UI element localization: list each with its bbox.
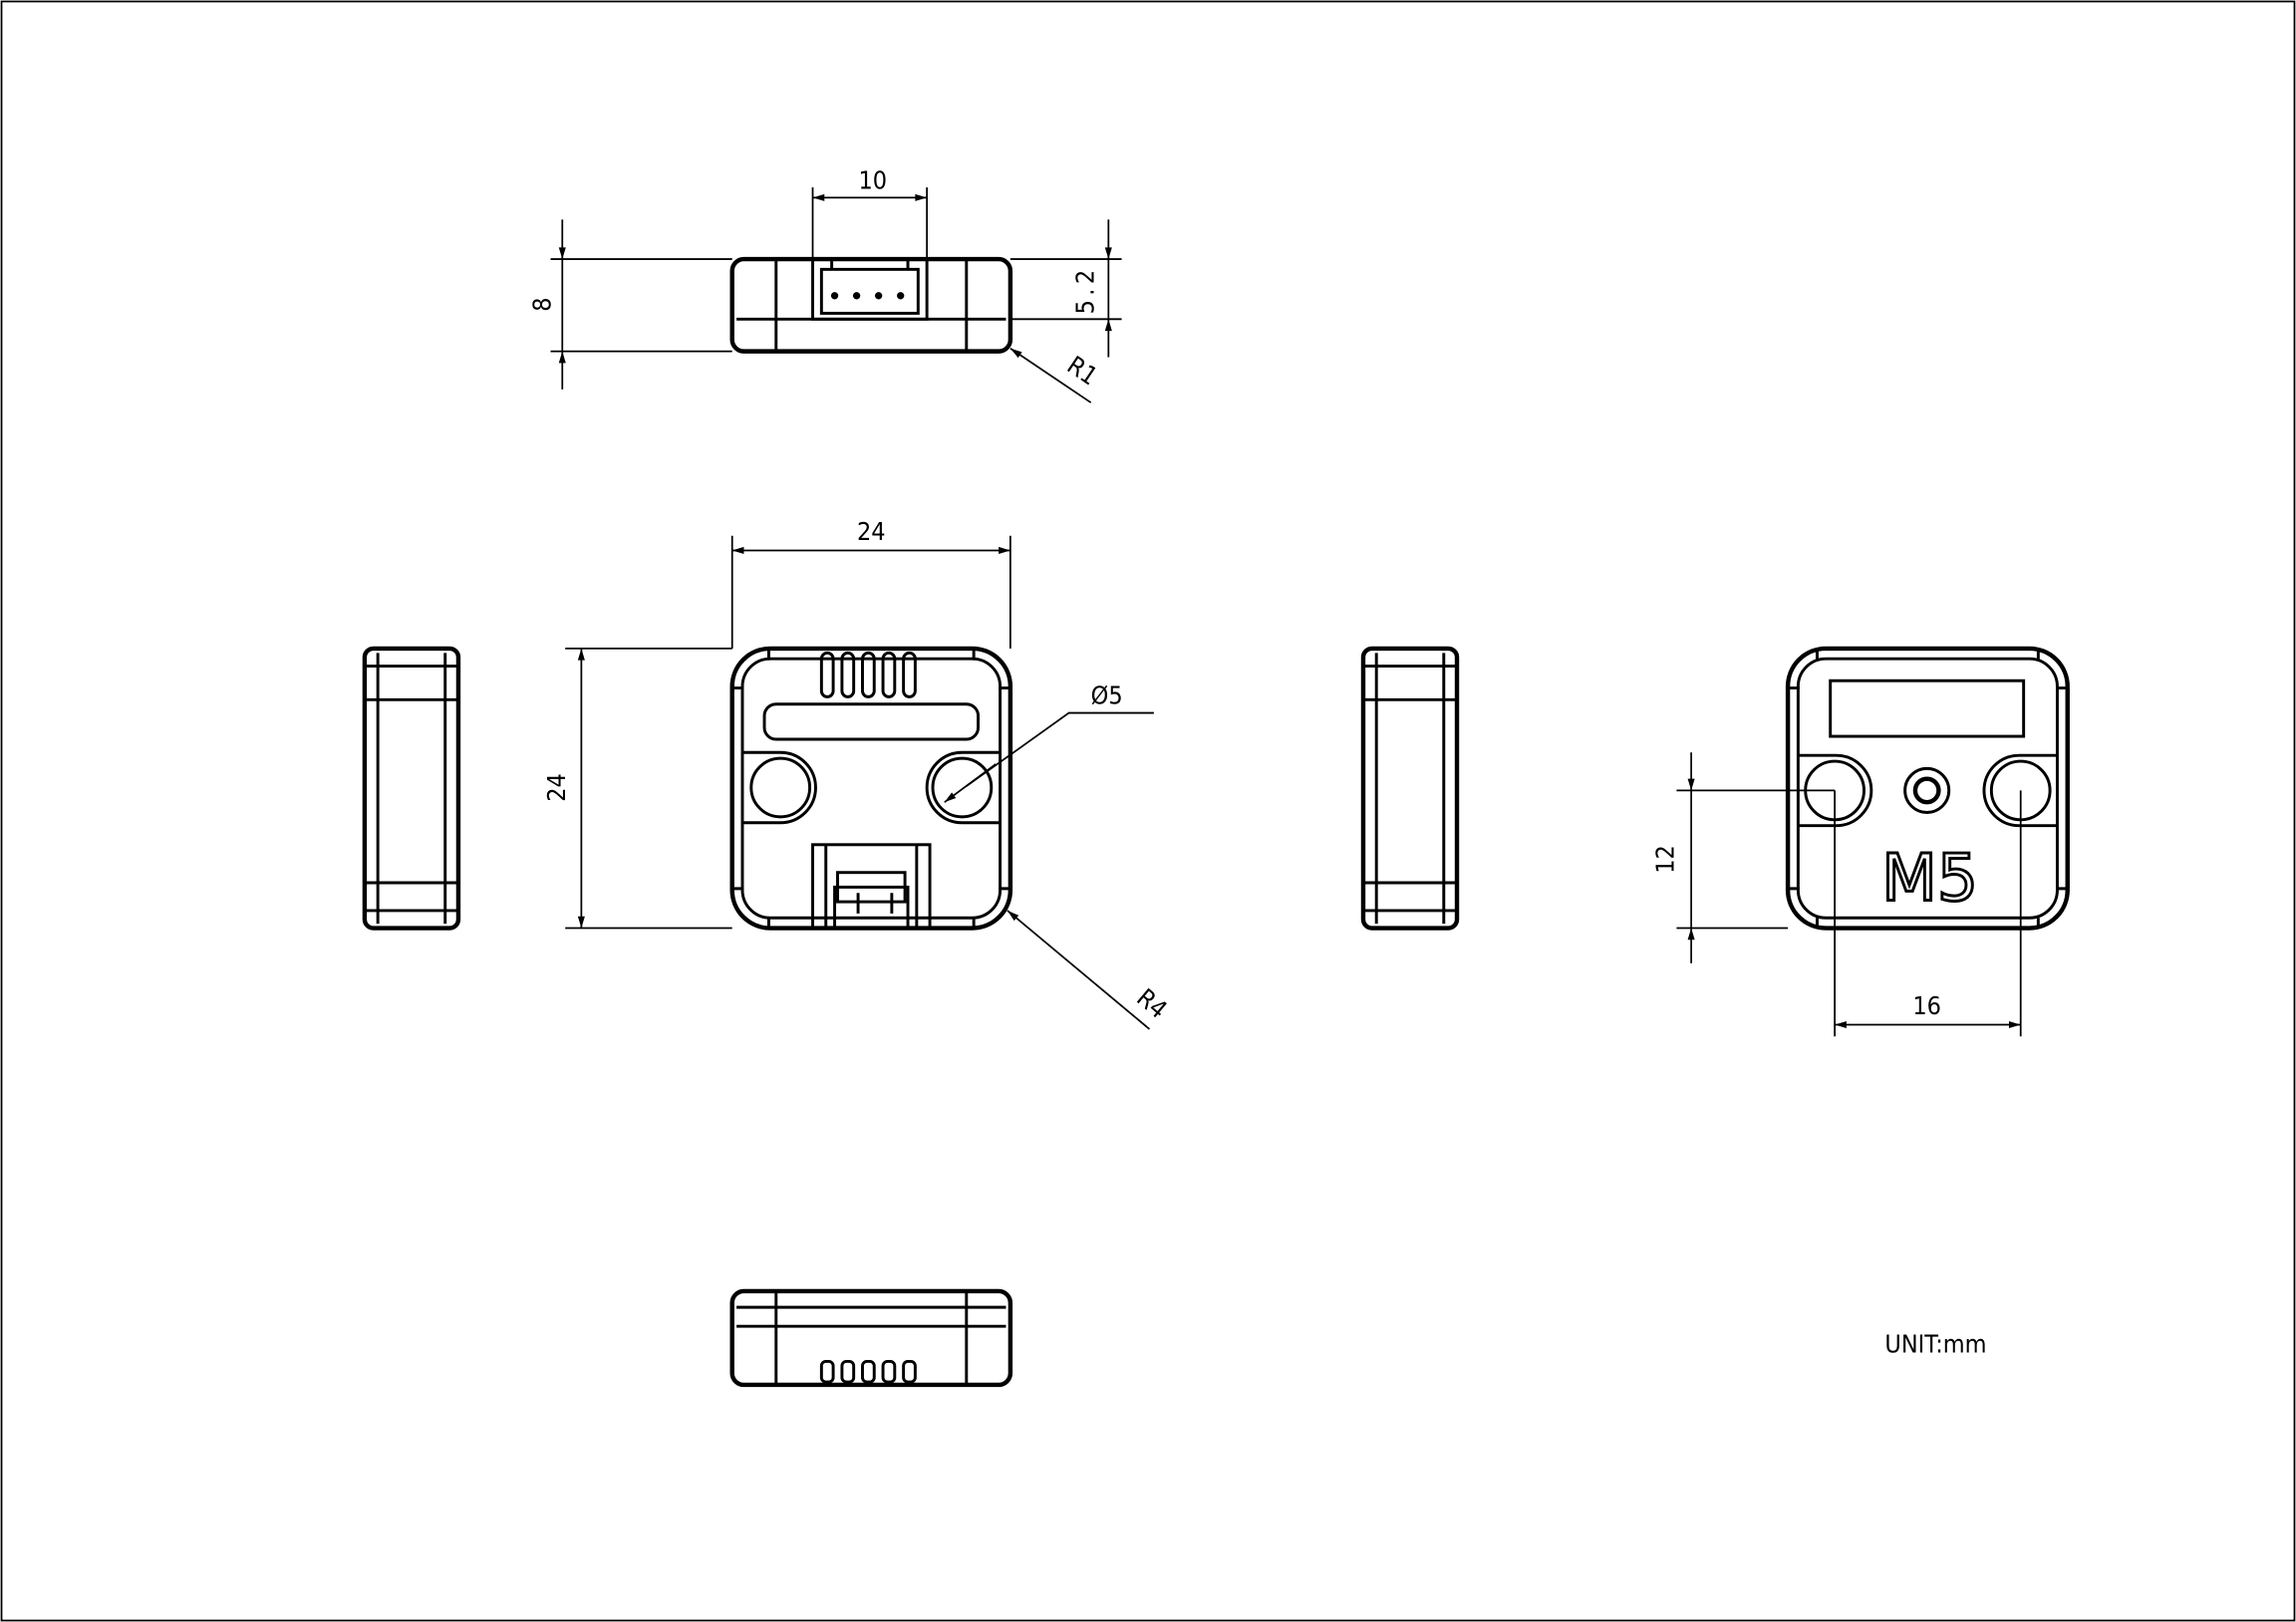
dim-hole-diameter: Ø5 (1091, 681, 1123, 710)
connector-outline (811, 257, 929, 321)
bottom-view (729, 1288, 1013, 1388)
long-slot (762, 702, 981, 741)
dim-height: 24 (542, 773, 571, 802)
dim-height: 8 (528, 297, 557, 311)
dim-connector-width: 10 (858, 166, 887, 195)
vent-slots (819, 1359, 917, 1384)
front-view: 24 24 Ø5 R4 (542, 517, 1173, 1030)
dim-hole-vertical: 12 (1650, 845, 1679, 874)
m5-logo: M5 (1881, 842, 1978, 917)
dim-edge-radius: R1 (1062, 351, 1103, 392)
mount-hole-right (931, 756, 994, 819)
top-view: 10 8 5.2 R1 (528, 166, 1122, 404)
unit-note: UNIT:mm (1884, 1330, 1986, 1359)
vent-slots (819, 651, 917, 698)
center-button-ring (1903, 766, 1951, 814)
dim-hole-spacing: 16 (1912, 991, 1941, 1020)
back-view: M5 12 16 (1650, 646, 2070, 1037)
dim-width: 24 (857, 517, 886, 546)
mount-hole-left (749, 756, 812, 819)
left-side-view (362, 646, 461, 931)
dim-connector-height: 5.2 (1071, 265, 1100, 314)
display-window (1829, 678, 2026, 738)
right-side-view (1360, 646, 1460, 931)
